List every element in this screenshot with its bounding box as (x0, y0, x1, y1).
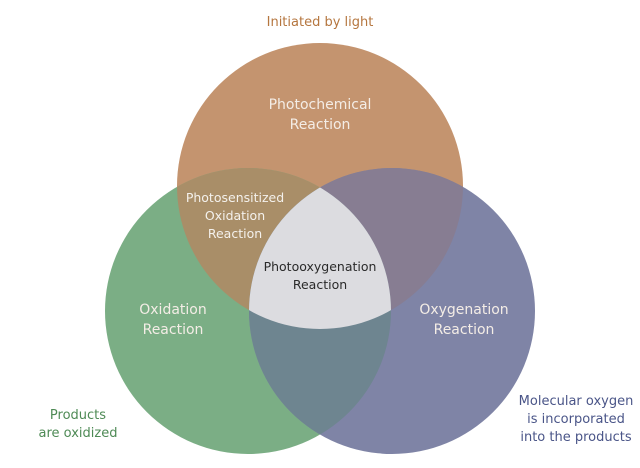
oxygenation-note: Molecular oxygen is incorporated into th… (512, 393, 640, 447)
oxygenation-note-line1: Molecular oxygen (518, 394, 634, 409)
oxidation-label-line1: Oxidation (139, 302, 207, 318)
oxygenation-label-line1: Oxygenation (419, 302, 509, 318)
oxygenation-label: Oxygenation Reaction (404, 300, 524, 340)
photochemical-note-text: Initiated by light (266, 15, 374, 30)
photochemical-note: Initiated by light (220, 14, 420, 32)
oxidation-label-line2: Reaction (142, 322, 204, 338)
oxidation-note-line2: are oxidized (38, 426, 118, 441)
photooxygenation-label: Photooxygenation Reaction (240, 258, 400, 294)
oxidation-note: Products are oxidized (18, 407, 138, 443)
photooxygenation-line1: Photooxygenation (263, 259, 377, 274)
oxygenation-label-line2: Reaction (433, 322, 495, 338)
photosensitized-line2: Oxidation (204, 208, 266, 223)
photosensitized-line1: Photosensitized (185, 190, 285, 205)
oxygenation-note-line2: is incorporated (527, 412, 625, 427)
photosensitized-oxidation-label: Photosensitized Oxidation Reaction (160, 189, 310, 243)
oxygenation-note-line3: into the products (520, 430, 632, 445)
photooxygenation-line2: Reaction (292, 277, 348, 292)
photochemical-label-line2: Reaction (289, 117, 351, 133)
oxidation-label: Oxidation Reaction (113, 300, 233, 340)
photochemical-label-line1: Photochemical (268, 97, 372, 113)
photochemical-label: Photochemical Reaction (220, 95, 420, 135)
photosensitized-line3: Reaction (207, 226, 263, 241)
oxidation-note-line1: Products (49, 408, 107, 423)
triple-overlap (249, 168, 391, 329)
